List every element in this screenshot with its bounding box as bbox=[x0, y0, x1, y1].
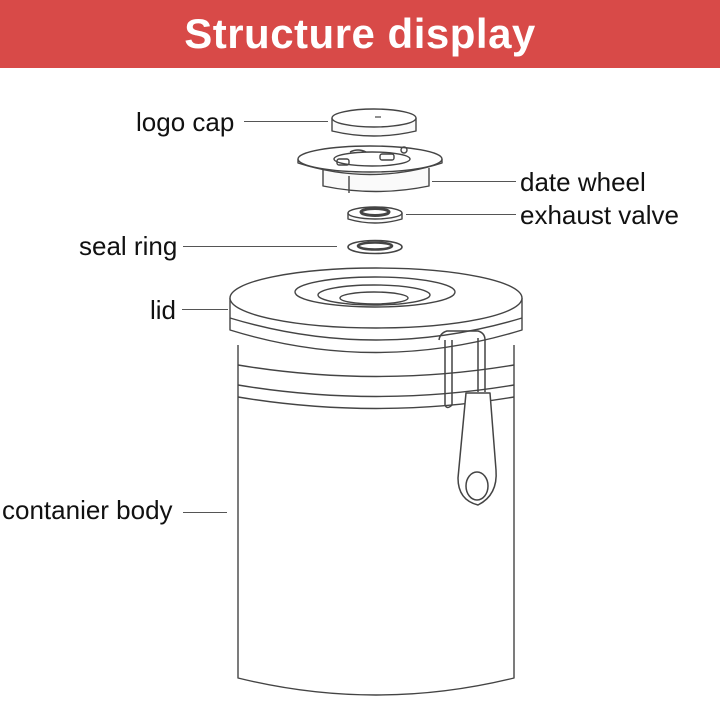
seal-ring-leader bbox=[183, 246, 337, 247]
lid-illustration bbox=[229, 267, 523, 354]
clasp-illustration bbox=[438, 330, 497, 506]
container-body-leader bbox=[183, 512, 227, 513]
exhaust-valve-leader bbox=[406, 214, 516, 215]
lid-label: lid bbox=[150, 295, 177, 325]
title-banner: Structure display bbox=[0, 0, 720, 68]
logo-cap-leader bbox=[244, 121, 328, 122]
exhaust-valve-label: exhaust valve bbox=[520, 200, 679, 230]
seal-ring-illustration bbox=[347, 239, 403, 255]
lid-leader bbox=[182, 309, 228, 310]
container-body-label: contanier body bbox=[2, 495, 173, 525]
date-wheel-label: date wheel bbox=[520, 167, 646, 197]
exhaust-valve-illustration bbox=[347, 206, 403, 224]
date-wheel-leader bbox=[432, 181, 516, 182]
logo-cap-label: logo cap bbox=[136, 107, 235, 137]
logo-cap-illustration bbox=[331, 108, 417, 137]
date-wheel-illustration bbox=[297, 145, 443, 193]
seal-ring-label: seal ring bbox=[79, 231, 178, 261]
page-title: Structure display bbox=[184, 10, 536, 57]
